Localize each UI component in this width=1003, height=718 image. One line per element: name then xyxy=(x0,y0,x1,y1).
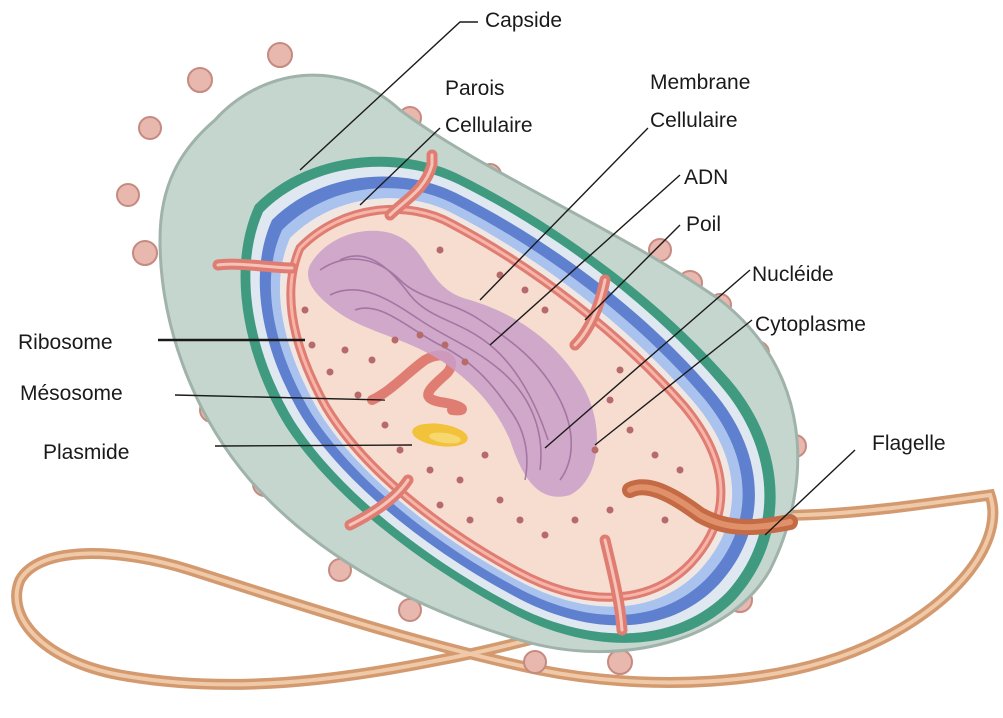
label-nucleide: Nucléide xyxy=(752,263,834,286)
label-cytoplasme: Cytoplasme xyxy=(755,313,866,336)
label-mesosome: Mésosome xyxy=(20,382,123,405)
label-membrane-2: Cellulaire xyxy=(650,109,738,132)
label-capside: Capside xyxy=(485,9,562,32)
label-poil: Poil xyxy=(686,213,721,236)
label-plasmide: Plasmide xyxy=(43,441,129,464)
label-ribosome: Ribosome xyxy=(18,331,113,354)
label-flagelle: Flagelle xyxy=(872,432,946,455)
label-adn: ADN xyxy=(684,166,728,189)
label-membrane-1: Membrane xyxy=(650,71,750,94)
label-parois-1: Parois xyxy=(445,77,505,100)
label-parois-2: Cellulaire xyxy=(445,114,533,137)
